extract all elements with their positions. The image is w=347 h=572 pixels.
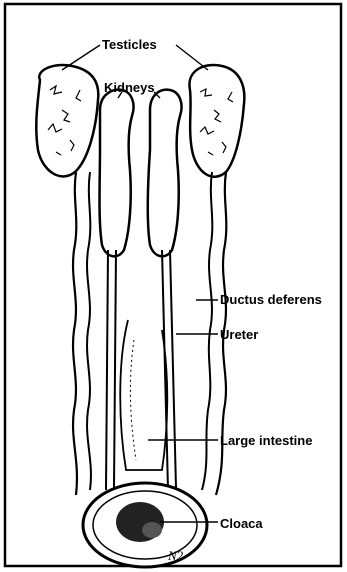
right-kidney [148, 90, 182, 257]
label-ductus-deferens: Ductus deferens [220, 292, 322, 307]
intestine-shading [130, 340, 136, 460]
large-intestine [120, 320, 167, 470]
left-ductus-outer-wall [87, 172, 91, 490]
right-ductus-outer-wall [202, 172, 212, 490]
left-testicle [36, 65, 98, 176]
left-ureter [106, 250, 116, 490]
right-testicle [189, 65, 244, 177]
label-cloaca: Cloaca [220, 516, 263, 531]
left-ductus-deferens [73, 172, 77, 495]
label-kidneys: Kidneys [104, 80, 155, 95]
label-ureter: Ureter [220, 327, 258, 342]
left-kidney [100, 90, 134, 257]
cloaca [83, 483, 207, 567]
label-testicles: Testicles [102, 37, 157, 52]
label-large-intestine: Large intestine [220, 433, 312, 448]
artist-signature: N2 [167, 548, 184, 563]
